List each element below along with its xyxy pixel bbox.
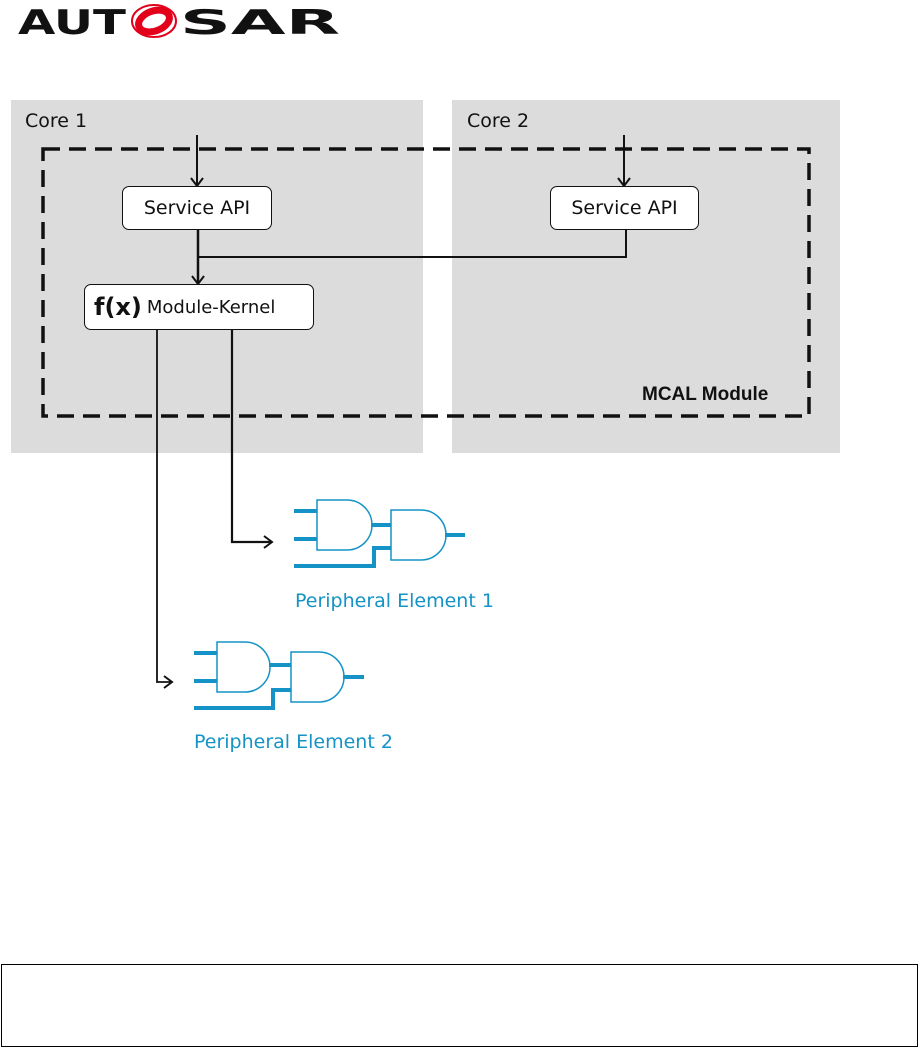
module-kernel-box: f(x) Module-Kernel xyxy=(84,284,314,330)
mcal-module-boundary xyxy=(41,147,811,418)
core-1-label: Core 1 xyxy=(25,110,88,132)
autosar-logo-icon xyxy=(131,4,177,38)
peripheral-element-1-label: Peripheral Element 1 xyxy=(295,590,494,612)
core-2-region xyxy=(452,100,840,453)
core-1-region xyxy=(11,100,423,453)
autosar-logo: AUT SAR xyxy=(18,4,340,38)
kernel-to-peripheral-1-arrow xyxy=(230,330,274,549)
peripheral-element-2-label: Peripheral Element 2 xyxy=(194,731,393,753)
mcal-module-label: MCAL Module xyxy=(642,384,769,405)
service-api-core-2: Service API xyxy=(550,186,699,230)
svg-text:SAR: SAR xyxy=(180,4,340,38)
module-kernel-label: Module-Kernel xyxy=(146,296,276,318)
svg-text:AUT: AUT xyxy=(18,4,127,38)
core-2-label: Core 2 xyxy=(467,110,530,132)
peripheral-2-logic-gates-icon xyxy=(194,641,364,710)
peripheral-1-logic-gates-icon xyxy=(294,499,465,568)
service-api-core-1-label: Service API xyxy=(143,197,251,219)
kernel-to-peripheral-2-arrow xyxy=(156,330,174,689)
function-icon: f(x) xyxy=(94,293,142,321)
api2-to-kernel-connector xyxy=(198,230,627,258)
service-api-core-2-label: Service API xyxy=(571,197,678,219)
caption-box xyxy=(1,964,918,1047)
service-api-core-1: Service API xyxy=(122,186,272,230)
